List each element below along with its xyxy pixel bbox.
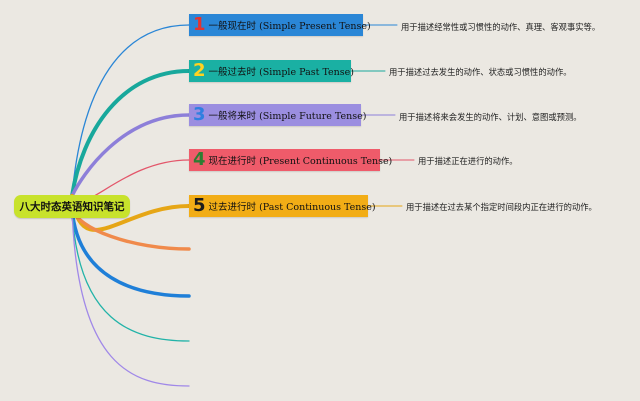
tense-title-en: (Present Continuous Tense) [259, 156, 393, 167]
tense-description-4: 用于描述正在进行的动作。 [418, 156, 518, 166]
tense-number: 2 [193, 59, 206, 81]
branch-connector [70, 69, 191, 198]
branch-connector [70, 113, 191, 198]
branch-connector [71, 24, 190, 197]
tense-number: 5 [193, 194, 206, 216]
tense-title-zh: 一般现在时 [208, 21, 257, 32]
empty-branch-connector [70, 206, 191, 298]
empty-branch-connector [71, 207, 190, 387]
root-topic-label: 八大时态英语知识笔记 [19, 201, 125, 213]
tense-description-3: 用于描述将来会发生的动作、计划、意图或预测。 [399, 112, 582, 122]
tense-description-1: 用于描述经常性或习惯性的动作、真理、客观事实等。 [401, 22, 601, 32]
tense-title-zh: 现在进行时 [208, 156, 257, 167]
tense-title-en: (Simple Future Tense) [259, 111, 367, 122]
root-topic[interactable]: 八大时态英语知识笔记 [14, 195, 130, 218]
tense-title-en: (Past Continuous Tense) [259, 202, 376, 213]
tense-description-5: 用于描述在过去某个指定时间段内正在进行的动作。 [406, 202, 597, 212]
tense-title-en: (Simple Past Tense) [259, 67, 354, 78]
tense-title-en: (Simple Present Tense) [259, 21, 371, 32]
tense-node-1[interactable]: 1 一般现在时 (Simple Present Tense) [189, 13, 371, 36]
tense-number: 1 [193, 13, 206, 35]
tense-node-4[interactable]: 4 现在进行时 (Present Continuous Tense) [189, 148, 392, 171]
tense-number: 3 [193, 103, 206, 125]
tense-node-3[interactable]: 3 一般将来时 (Simple Future Tense) [189, 103, 366, 126]
tense-node-5[interactable]: 5 过去进行时 (Past Continuous Tense) [189, 194, 376, 217]
tense-title-zh: 一般过去时 [208, 67, 257, 78]
tense-node-2[interactable]: 2 一般过去时 (Simple Past Tense) [189, 59, 354, 82]
tense-description-2: 用于描述过去发生的动作、状态或习惯性的动作。 [389, 67, 572, 77]
tense-title-zh: 过去进行时 [208, 202, 257, 213]
tense-number: 4 [193, 148, 206, 170]
empty-branch-connector [71, 207, 190, 342]
tense-title-zh: 一般将来时 [208, 111, 257, 122]
